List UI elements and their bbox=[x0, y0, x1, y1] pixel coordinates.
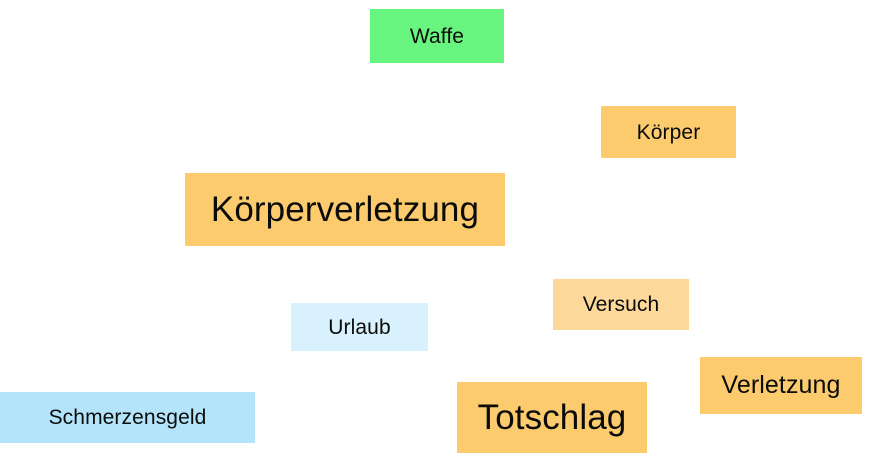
term-box-totschlag[interactable]: Totschlag bbox=[457, 382, 647, 453]
term-box-versuch[interactable]: Versuch bbox=[553, 279, 689, 330]
term-label-waffe: Waffe bbox=[409, 24, 465, 48]
term-label-verletzung: Verletzung bbox=[721, 371, 841, 399]
term-box-urlaub[interactable]: Urlaub bbox=[291, 303, 428, 351]
term-label-schmerzensgeld: Schmerzensgeld bbox=[48, 406, 207, 429]
term-label-versuch: Versuch bbox=[582, 293, 660, 316]
term-label-urlaub: Urlaub bbox=[328, 315, 391, 339]
term-label-koerperverletzung: Körperverletzung bbox=[210, 190, 480, 229]
term-box-waffe[interactable]: Waffe bbox=[370, 9, 504, 63]
term-box-schmerzensgeld[interactable]: Schmerzensgeld bbox=[0, 392, 255, 443]
term-box-koerperverletzung[interactable]: Körperverletzung bbox=[185, 173, 505, 246]
term-box-koerper[interactable]: Körper bbox=[601, 106, 736, 158]
term-label-totschlag: Totschlag bbox=[477, 398, 627, 437]
term-box-verletzung[interactable]: Verletzung bbox=[700, 357, 862, 414]
term-label-koerper: Körper bbox=[636, 120, 701, 144]
